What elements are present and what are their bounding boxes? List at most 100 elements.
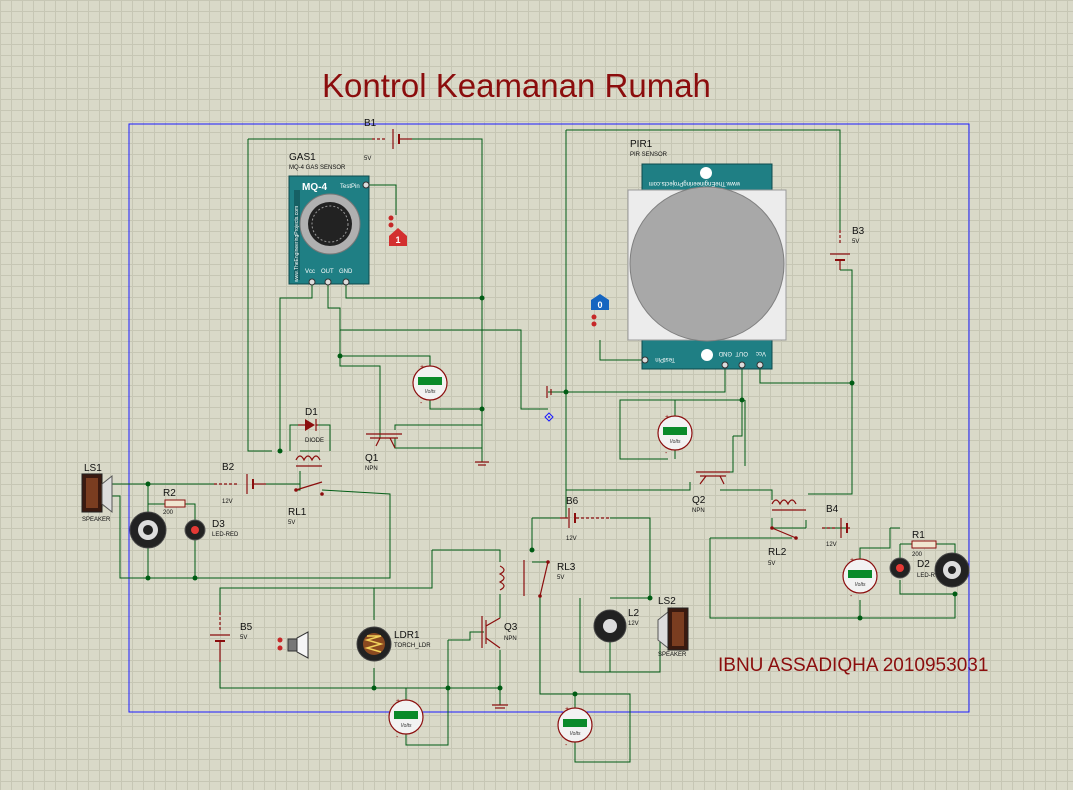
led-d2[interactable]: D2 LED-R <box>889 557 936 579</box>
voltmeter-b4[interactable] <box>842 556 878 601</box>
d2-ref: D2 <box>917 559 930 570</box>
q2-value: NPN <box>692 508 705 514</box>
b4-ref: B4 <box>826 504 839 515</box>
battery-b4[interactable]: B4 12V <box>822 504 850 548</box>
q1-value: NPN <box>365 466 378 472</box>
schematic-title: Kontrol Keamanan Rumah <box>322 67 711 104</box>
rl1-ref: RL1 <box>288 507 307 518</box>
pir1-pin-out: OUT <box>735 350 748 356</box>
b2-ref: B2 <box>222 462 235 473</box>
battery-b1[interactable]: B1 5V <box>364 118 412 162</box>
b5-value: 5V <box>240 635 247 641</box>
relay-rl2[interactable]: RL2 5V <box>768 499 806 567</box>
gas1-testpin: TestPin <box>340 184 360 190</box>
gas1-pin-gnd: GND <box>339 269 353 275</box>
gas-sensor-gas1[interactable]: GAS1 MQ-4 GAS SENSOR MQ-4 TestPin Vcc OU… <box>288 152 370 286</box>
b1-value: 5V <box>364 156 371 162</box>
transistor-q1[interactable]: Q1 NPN <box>365 433 402 472</box>
battery-small-pir <box>546 386 552 398</box>
led-d3[interactable]: D3 LED-RED <box>184 519 239 541</box>
ls1-value: SPEAKER <box>82 517 111 523</box>
voltmeter-gas[interactable] <box>412 363 448 408</box>
b6-value: 12V <box>566 536 577 542</box>
battery-b2[interactable]: B2 12V <box>214 462 266 505</box>
resistor-r1[interactable]: R1 200 <box>911 530 937 558</box>
lamp-l2[interactable]: L2 12V <box>593 608 640 643</box>
ls2-ref: LS2 <box>658 596 676 607</box>
pir-sensor-pir1[interactable]: PIR1 PIR SENSOR www.TheEngineeringProjec… <box>627 139 787 370</box>
ground-q3 <box>492 704 508 709</box>
ldr1-ref: LDR1 <box>394 630 420 641</box>
r2-ref: R2 <box>163 488 176 499</box>
r2-value: 200 <box>163 510 174 516</box>
d3-ref: D3 <box>212 519 225 530</box>
author-label: IBNU ASSADIQHA 2010953031 <box>718 655 988 676</box>
b2-value: 12V <box>222 499 233 505</box>
r1-ref: R1 <box>912 530 925 541</box>
ldr1-value: TORCH_LDR <box>394 643 431 649</box>
pir1-testpin: TestPin <box>655 356 675 362</box>
speaker-ls1[interactable]: LS1 SPEAKER <box>81 463 113 523</box>
sheet-frame <box>128 123 970 713</box>
resistor-r2[interactable]: R2 200 <box>163 488 186 516</box>
lamp-ls1-indicator[interactable] <box>129 511 167 549</box>
gas1-value: MQ-4 GAS SENSOR <box>289 165 346 171</box>
q2-ref: Q2 <box>692 495 706 506</box>
b3-value: 5V <box>852 239 859 245</box>
transistor-q2[interactable]: Q2 NPN <box>692 471 730 514</box>
gas1-pin-vcc: Vcc <box>305 269 315 275</box>
logic-gas-value: 1 <box>395 235 400 245</box>
ls1-ref: LS1 <box>84 463 102 474</box>
battery-b5[interactable]: B5 5V <box>209 612 253 662</box>
b6-ref: B6 <box>566 496 579 507</box>
cursor-crosshair-icon <box>544 412 554 422</box>
rl2-ref: RL2 <box>768 547 787 558</box>
logic-probe-pir[interactable]: 0 <box>591 294 609 327</box>
q1-ref: Q1 <box>365 453 379 464</box>
d2-value: LED-R <box>917 573 936 579</box>
speaker-ls2[interactable]: LS2 SPEAKER <box>657 596 689 658</box>
voltmeter-b6[interactable] <box>557 705 593 750</box>
rl1-value: 5V <box>288 520 295 526</box>
battery-b3[interactable]: B3 5V <box>829 226 865 270</box>
pir1-pin-gnd: GND <box>718 350 732 356</box>
voltmeter-pir[interactable] <box>657 413 693 458</box>
d1-value: DIODE <box>305 438 324 444</box>
rl3-ref: RL3 <box>557 562 576 573</box>
diode-d1[interactable]: D1 DIODE <box>298 407 324 444</box>
b1-ref: B1 <box>364 118 377 129</box>
gas1-module-label: MQ-4 <box>302 182 327 193</box>
pir1-top-text: www.TheEngineeringProjects.com <box>649 180 741 186</box>
pir1-ref: PIR1 <box>630 139 653 150</box>
ls2-value: SPEAKER <box>658 652 687 658</box>
gas1-side-text: www.TheEngineeringProjects.com <box>294 206 300 282</box>
q3-value: NPN <box>504 636 517 642</box>
transistor-q3[interactable]: Q3 NPN <box>481 616 518 649</box>
l2-value: 12V <box>628 621 639 627</box>
q3-ref: Q3 <box>504 622 518 633</box>
b3-ref: B3 <box>852 226 865 237</box>
ldr-ldr1[interactable]: LDR1 TORCH_LDR <box>356 626 431 662</box>
b5-ref: B5 <box>240 622 253 633</box>
logic-pir-value: 0 <box>597 300 602 310</box>
pir1-value: PIR SENSOR <box>630 152 668 158</box>
r1-value: 200 <box>912 552 923 558</box>
rl2-value: 5V <box>768 561 775 567</box>
gas1-ref: GAS1 <box>289 152 316 163</box>
relay-rl1[interactable]: RL1 5V <box>288 455 324 526</box>
gas1-pin-out: OUT <box>321 269 334 275</box>
lamp-alarm-indicator[interactable] <box>934 552 970 588</box>
d3-value: LED-RED <box>212 532 239 538</box>
l2-ref: L2 <box>628 608 640 619</box>
pir1-pin-vcc: Vcc <box>756 350 766 356</box>
ground-symbol <box>475 459 489 466</box>
voltmeter-b5[interactable] <box>388 697 424 742</box>
d1-ref: D1 <box>305 407 318 418</box>
relay-rl3[interactable]: RL3 5V <box>498 560 576 598</box>
rl3-value: 5V <box>557 575 564 581</box>
logic-probe-gas[interactable]: 1 <box>388 215 408 247</box>
battery-b6[interactable]: B6 12V <box>560 496 610 542</box>
junctions <box>145 295 958 697</box>
torch-icon[interactable] <box>277 631 309 659</box>
